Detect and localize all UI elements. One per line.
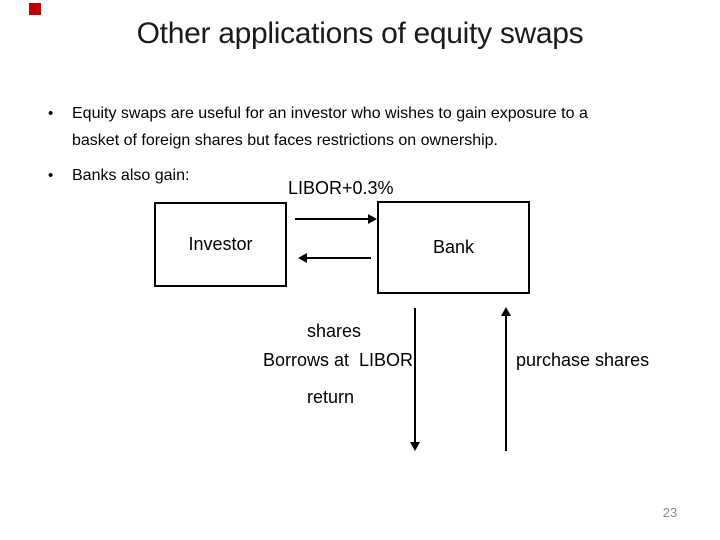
bullet-text: Equity swaps are useful for an investor … [72, 100, 688, 154]
bullet-text: Banks also gain: [72, 162, 688, 189]
shares-return-label: shares return [307, 276, 361, 452]
purchase-shares-label: purchase shares [516, 350, 650, 370]
bank-box-label: Bank [432, 237, 475, 257]
arrow-up-icon [501, 307, 511, 451]
page-number: 23 [662, 505, 678, 520]
arrow-right-icon [295, 214, 377, 224]
arrow-down-icon [410, 308, 420, 451]
libor-rate-label: LIBOR+0.3% [288, 178, 394, 198]
bullet-item: • Banks also gain: [48, 162, 688, 189]
arrow-left-icon [298, 253, 371, 263]
bullet-marker-icon: • [48, 167, 54, 184]
red-accent-square [29, 3, 41, 15]
shares-return-line: return [307, 387, 355, 407]
bullet-marker-icon: • [48, 105, 54, 122]
investor-box-label: Investor [188, 234, 253, 254]
borrows-at-libor-label: Borrows at LIBOR [262, 350, 413, 370]
bullet-item: • Equity swaps are useful for an investo… [48, 100, 688, 154]
bullet-line: Equity swaps are useful for an investor … [72, 105, 588, 122]
bullet-list: • Equity swaps are useful for an investo… [48, 100, 688, 197]
investor-box: Investor [154, 202, 287, 287]
bullet-line: basket of foreign shares but faces restr… [72, 132, 498, 149]
bullet-line: Banks also gain: [72, 167, 190, 184]
slide-title: Other applications of equity swaps [136, 17, 584, 50]
shares-return-line: shares [307, 321, 362, 341]
bank-box: Bank [377, 201, 530, 294]
